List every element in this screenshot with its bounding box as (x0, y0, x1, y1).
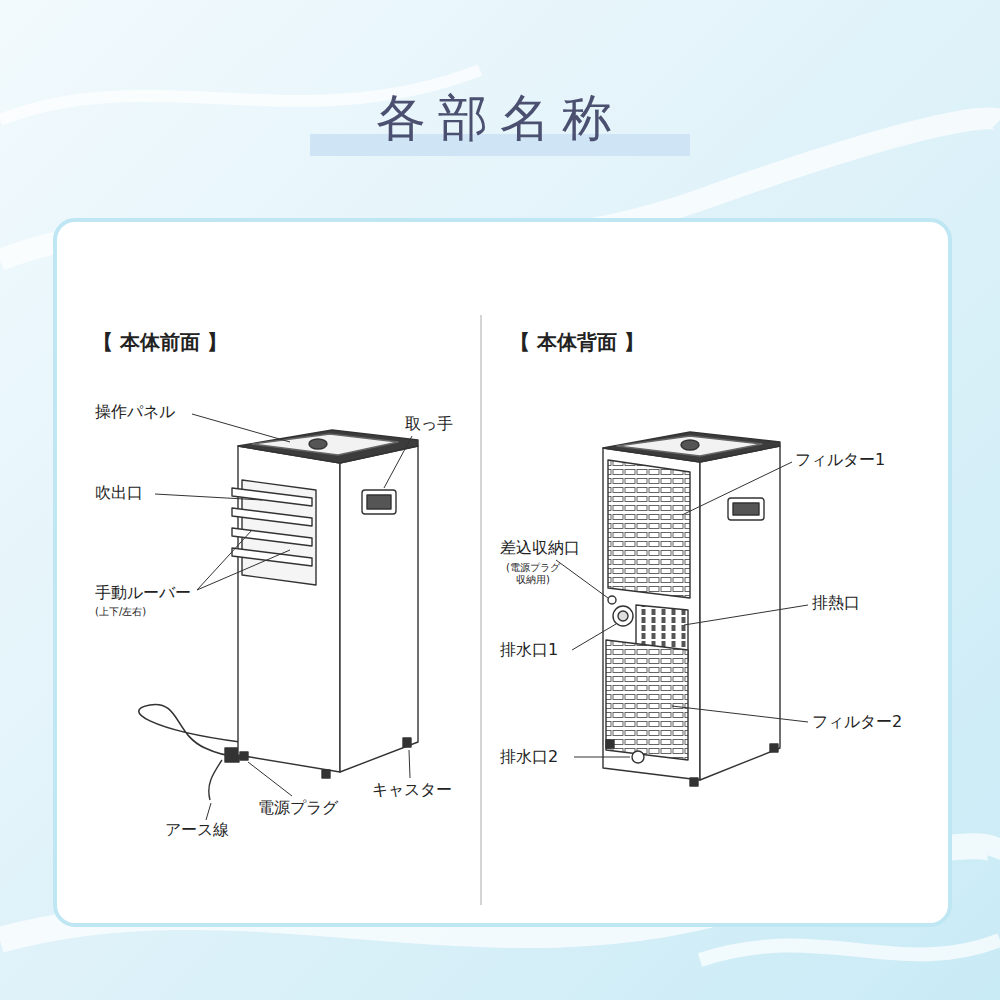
top-rim (603, 432, 780, 462)
back-unit (603, 432, 780, 786)
filter-1 (608, 460, 690, 598)
part-label: 吹出口 (95, 483, 143, 502)
part-label: 排熱口 (812, 593, 860, 612)
drain-1 (613, 606, 633, 626)
part-label: 差込収納口 (500, 538, 580, 557)
card (55, 220, 950, 925)
part-label: 排水口1 (500, 640, 558, 659)
earth-wire (209, 760, 222, 800)
front-unit (139, 430, 418, 800)
part-label: 操作パネル (95, 402, 175, 421)
section-heading: 【 本体前面 】 (93, 330, 227, 354)
power-plug (225, 748, 239, 762)
part-label: 取っ手 (405, 414, 453, 433)
wave-decoration (0, 70, 1000, 960)
back-face (603, 448, 700, 780)
divider (481, 315, 482, 905)
part-label: 電源プラグ (258, 798, 338, 817)
drain-2 (632, 751, 644, 763)
part-label: キャスター (372, 780, 452, 799)
plug-socket (608, 596, 616, 604)
part-label: 手動ルーバー (95, 583, 191, 602)
part-label: 排水口2 (500, 747, 558, 766)
part-label: フィルター1 (795, 450, 885, 469)
part-label: フィルター2 (812, 712, 902, 731)
filter-2 (606, 640, 688, 760)
leader-lines (155, 414, 808, 820)
side-face (340, 446, 418, 772)
section-heading: 【 本体背面 】 (510, 330, 644, 354)
part-label: アース線 (165, 820, 229, 839)
handle (362, 490, 396, 514)
handle (728, 498, 764, 520)
part-label: (電源プラグ 収納用) (500, 562, 566, 586)
part-label: (上下/左右) (95, 606, 146, 618)
caster (322, 770, 330, 778)
side-face (700, 446, 780, 780)
page-title: 各部名称 (0, 88, 1000, 148)
